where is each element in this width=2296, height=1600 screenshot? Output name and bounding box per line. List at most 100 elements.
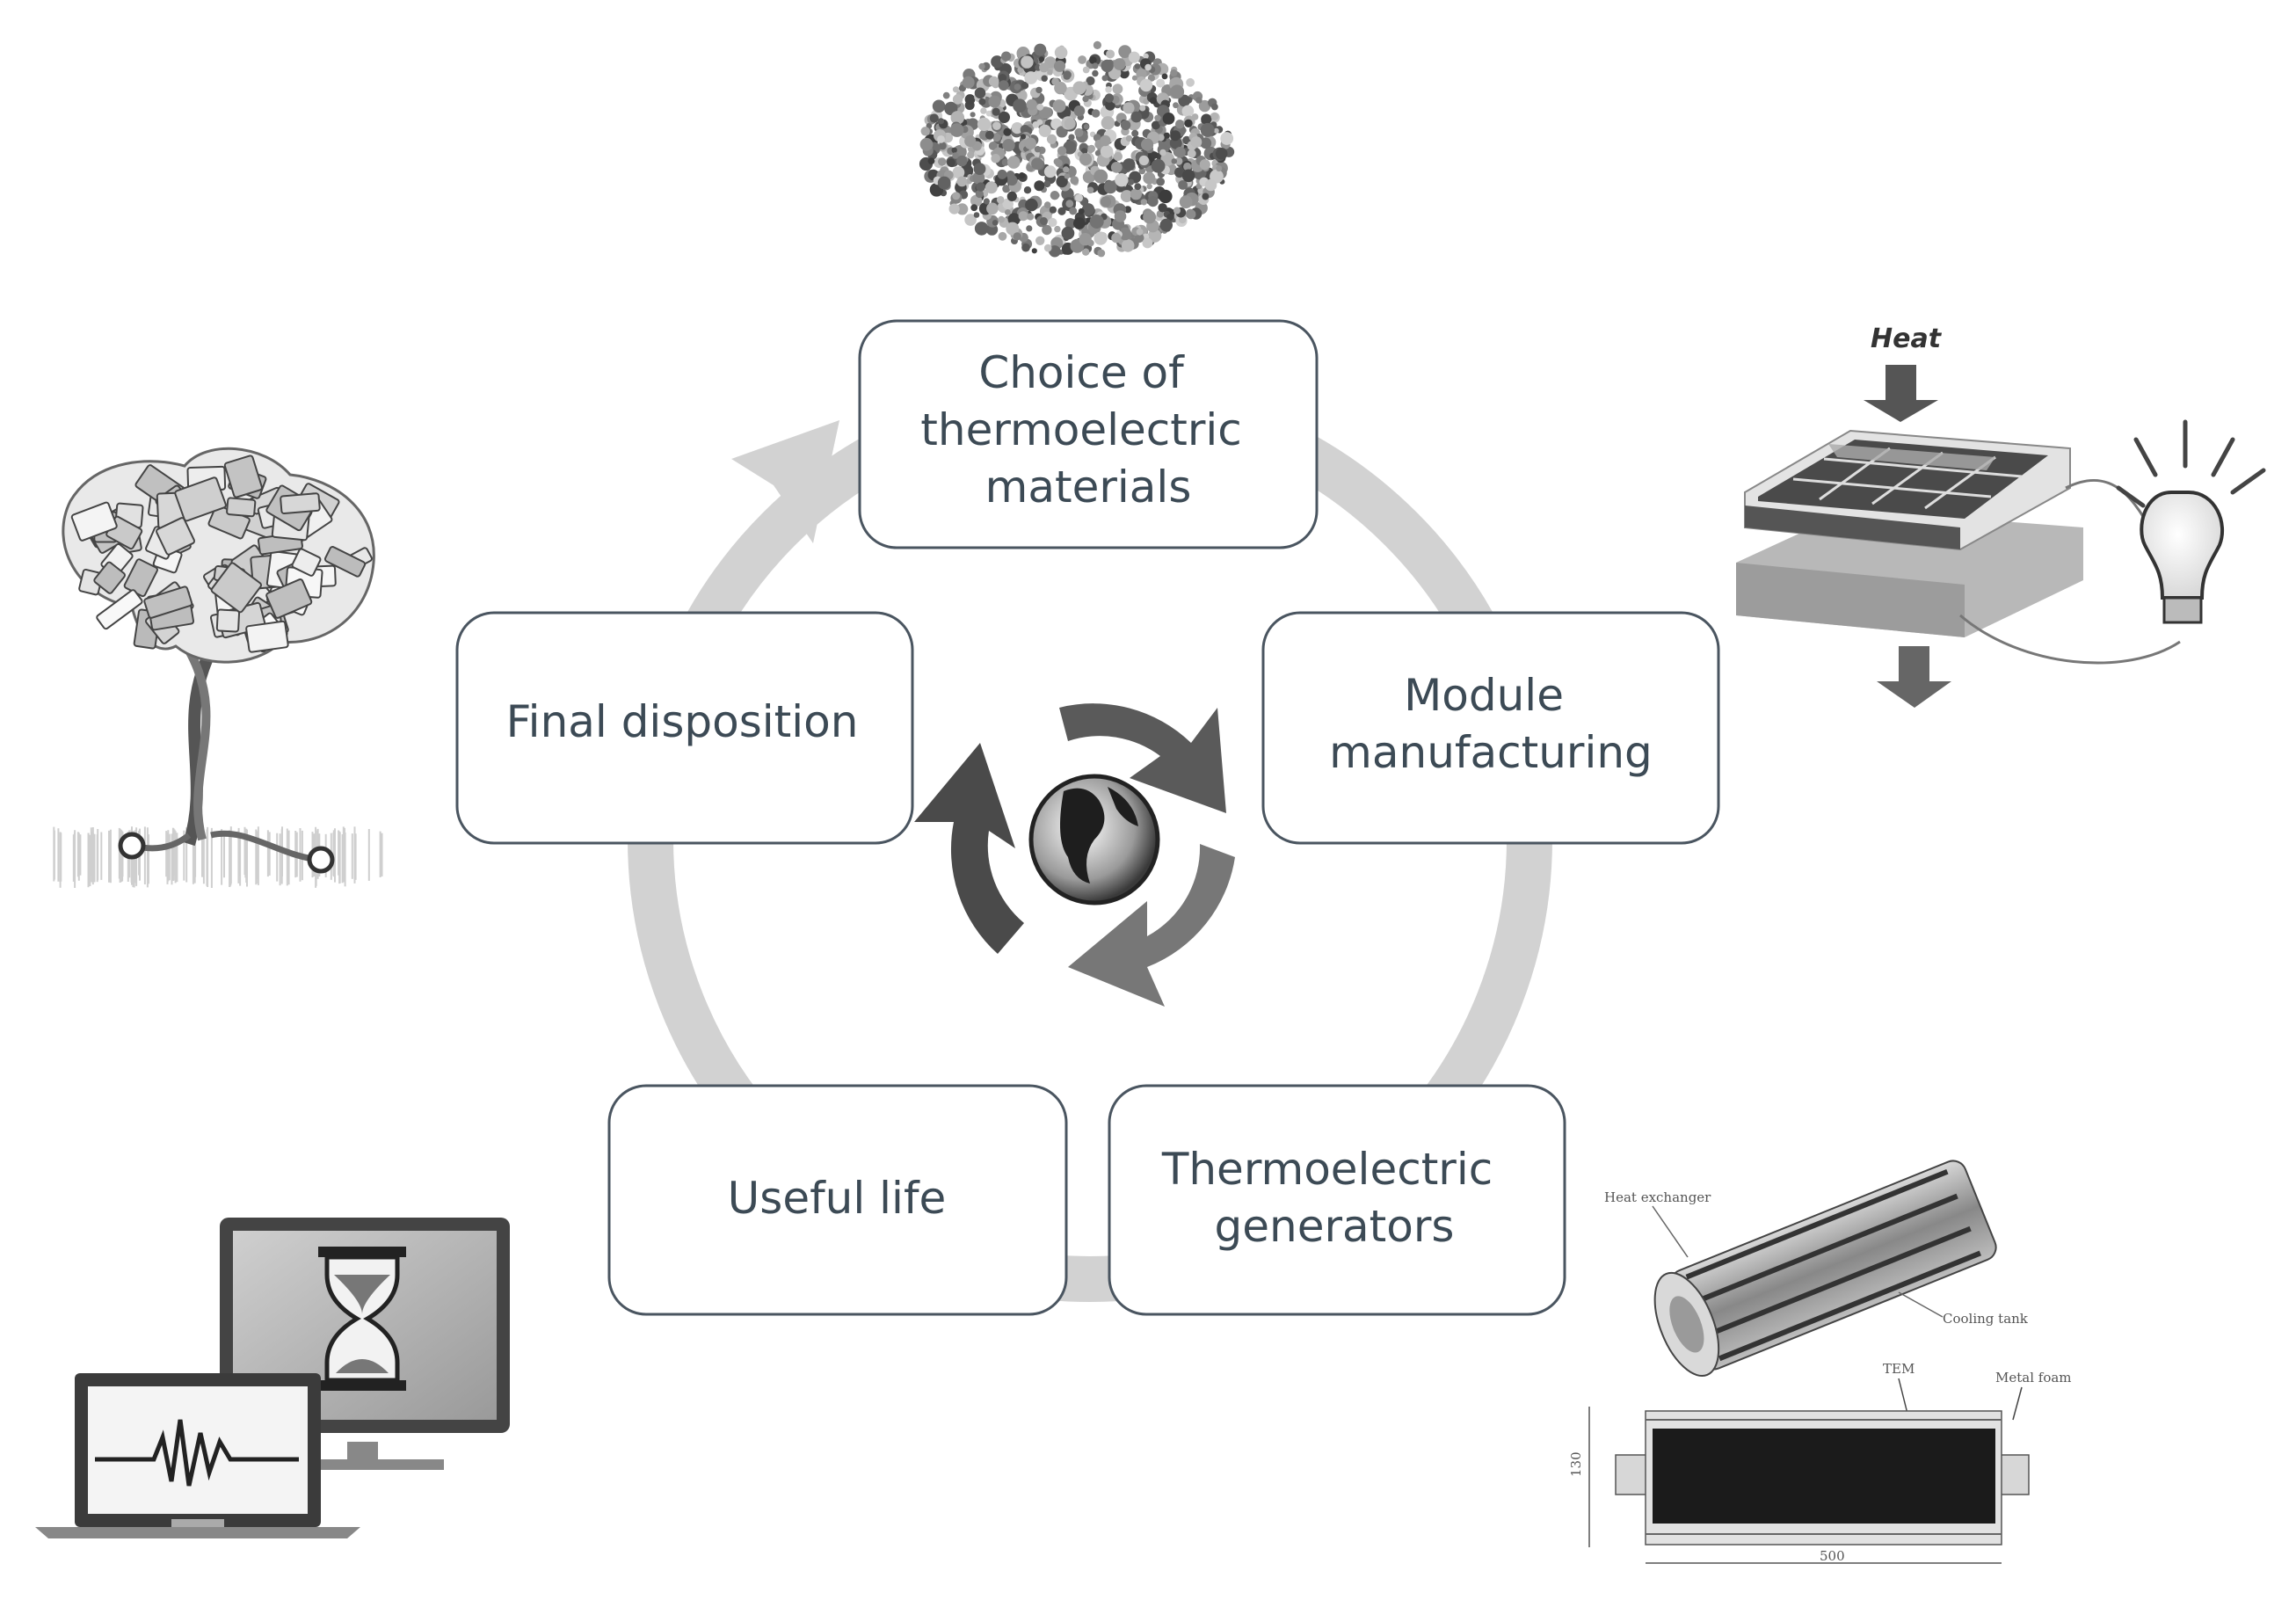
granule xyxy=(1134,63,1141,69)
granule xyxy=(1130,188,1142,200)
stage-box-final: Final disposition xyxy=(455,611,914,845)
granule xyxy=(1091,109,1101,118)
granule xyxy=(1178,180,1188,190)
granule xyxy=(1038,56,1045,62)
granule xyxy=(1036,103,1044,111)
granule xyxy=(1002,185,1011,193)
granule xyxy=(1170,84,1185,99)
granule xyxy=(1130,111,1143,123)
granule xyxy=(1078,207,1085,215)
hourglass-icon xyxy=(318,1247,406,1391)
granule xyxy=(1134,233,1144,244)
granule xyxy=(1179,195,1193,209)
stage-label-line: materials xyxy=(985,462,1192,513)
granule xyxy=(991,154,1000,164)
granule xyxy=(1106,49,1115,59)
granule xyxy=(1141,138,1154,151)
granule xyxy=(942,91,950,99)
granule xyxy=(1080,148,1088,155)
granule xyxy=(974,222,989,236)
granule xyxy=(1026,98,1037,111)
pulse-line xyxy=(95,1419,299,1487)
granule xyxy=(1147,229,1162,243)
e-waste-device xyxy=(70,501,118,542)
granule xyxy=(948,203,960,215)
stage-box-useful-life: Useful life xyxy=(607,1084,1068,1316)
granule xyxy=(956,203,969,215)
svg-text:Module manufacturing: Module manufacturing xyxy=(1329,670,1653,778)
granule xyxy=(990,77,999,88)
stage-label-line: manufacturing xyxy=(1329,727,1653,778)
granule xyxy=(1035,236,1045,245)
granule xyxy=(1213,127,1219,134)
granule xyxy=(964,135,977,148)
granule xyxy=(937,118,945,125)
granule xyxy=(1146,183,1152,190)
teg-label: Cooling tank xyxy=(1943,1311,2029,1327)
granule xyxy=(1089,56,1097,64)
granule xyxy=(1021,82,1029,90)
granule xyxy=(1014,84,1021,91)
granule xyxy=(952,152,959,159)
granule xyxy=(1111,232,1122,244)
granule xyxy=(1021,243,1030,252)
granule xyxy=(1086,76,1095,86)
stage-label-line: Choice of xyxy=(978,347,1185,398)
granule xyxy=(1024,137,1037,149)
granule xyxy=(1041,75,1048,82)
granule xyxy=(1138,167,1146,175)
granule xyxy=(1113,58,1126,70)
granule xyxy=(1068,134,1075,141)
granule xyxy=(1110,162,1123,173)
granule xyxy=(1131,75,1138,81)
granule xyxy=(1079,153,1093,166)
granule xyxy=(1210,113,1219,120)
e-waste-device xyxy=(223,455,263,498)
e-waste-device xyxy=(265,578,313,619)
teg-dimension: 130 xyxy=(1568,1451,1584,1477)
granule xyxy=(1143,53,1149,59)
granule xyxy=(1006,191,1017,201)
granule xyxy=(1112,84,1123,95)
granule xyxy=(956,155,968,167)
granule xyxy=(1211,103,1218,111)
granule xyxy=(1072,81,1086,95)
stage-label-line: generators xyxy=(1215,1201,1455,1252)
granule xyxy=(1128,51,1140,63)
granule xyxy=(1057,146,1067,156)
e-waste-device xyxy=(96,589,143,630)
granule xyxy=(1043,201,1051,208)
granule xyxy=(1038,124,1051,137)
granule xyxy=(1158,203,1167,213)
granule xyxy=(1034,180,1045,192)
granule xyxy=(1043,244,1052,252)
teg-dimension: 500 xyxy=(1820,1548,1845,1564)
granule xyxy=(1131,129,1139,137)
granule xyxy=(1006,174,1018,186)
granule xyxy=(1105,100,1115,111)
granule xyxy=(1054,46,1068,60)
granule xyxy=(1123,158,1136,171)
granule xyxy=(1178,215,1187,224)
granule xyxy=(1092,62,1099,69)
granule xyxy=(1100,145,1114,158)
granule xyxy=(1151,158,1166,173)
granule xyxy=(1048,217,1057,228)
granule xyxy=(1184,119,1193,127)
granule xyxy=(985,110,992,117)
granule xyxy=(1201,113,1212,125)
granule xyxy=(1050,191,1060,200)
granule xyxy=(1013,98,1027,113)
granule xyxy=(976,182,985,192)
granule xyxy=(970,112,976,118)
granules-illustration xyxy=(919,40,1235,258)
granule xyxy=(1118,45,1132,58)
granule xyxy=(964,94,976,105)
granule xyxy=(1134,183,1142,191)
granule xyxy=(919,137,934,151)
granule xyxy=(1151,151,1159,159)
granule xyxy=(1170,69,1178,77)
granule xyxy=(1147,74,1155,82)
recycle-globe-icon xyxy=(914,703,1235,1007)
